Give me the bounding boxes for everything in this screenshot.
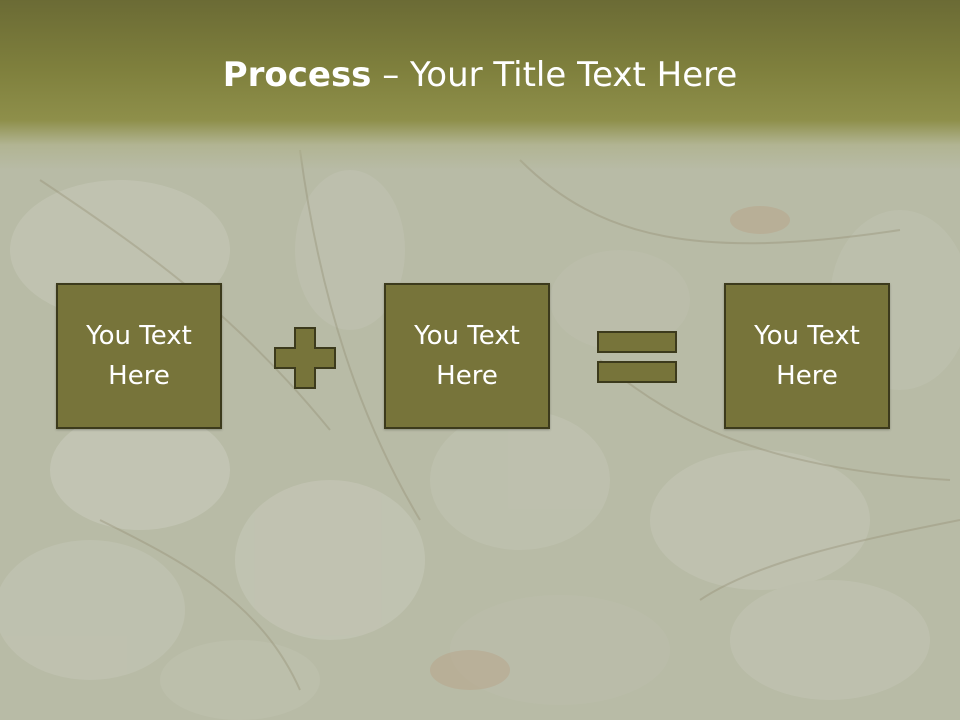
title-bold-part: Process <box>222 55 372 95</box>
box-text-line-1: You Text <box>414 321 520 351</box>
box-text-line-1: You Text <box>754 321 860 351</box>
box-text-line-1: You Text <box>86 321 192 351</box>
equals-icon <box>597 331 677 383</box>
box-text-line-2: Here <box>108 361 170 391</box>
header-band <box>0 0 960 170</box>
process-box-3[interactable]: You Text Here <box>724 283 890 429</box>
box-text-line-2: Here <box>776 361 838 391</box>
process-box-text: You Text Here <box>737 316 877 396</box>
plus-icon <box>274 327 336 389</box>
slide-title: Process – Your Title Text Here <box>0 52 960 98</box>
box-text-line-2: Here <box>436 361 498 391</box>
process-box-text: You Text Here <box>69 316 209 396</box>
process-box-1[interactable]: You Text Here <box>56 283 222 429</box>
process-box-2[interactable]: You Text Here <box>384 283 550 429</box>
title-rest-part: – Your Title Text Here <box>371 55 738 95</box>
process-box-text: You Text Here <box>397 316 537 396</box>
